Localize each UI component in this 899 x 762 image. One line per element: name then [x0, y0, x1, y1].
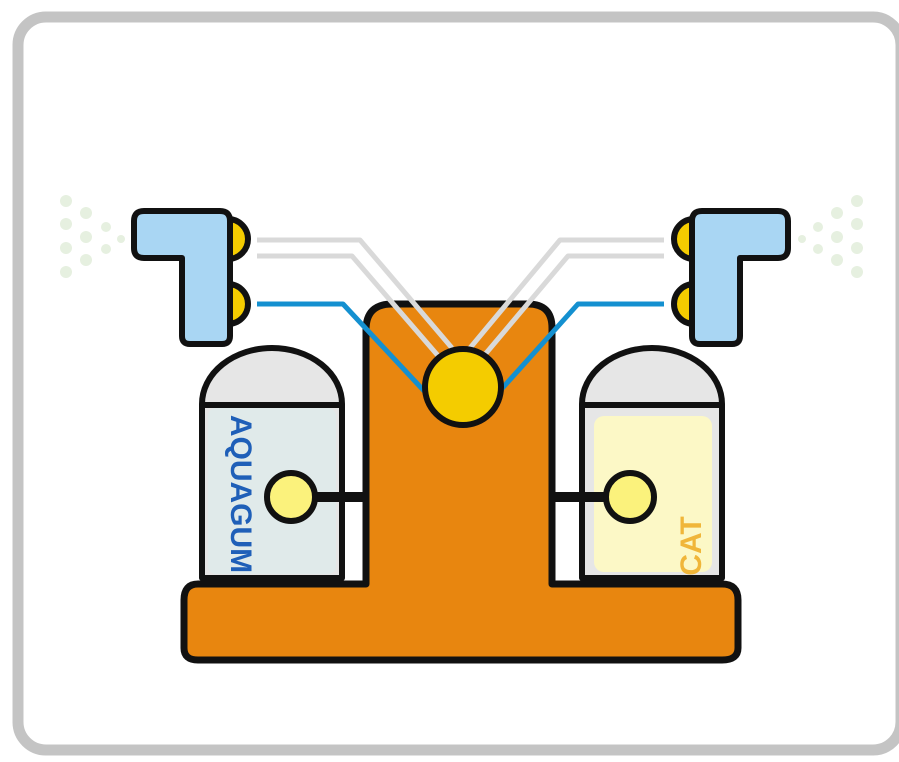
- right-spray-nozzle: [689, 208, 791, 347]
- left-tank-valve[interactable]: [264, 470, 318, 524]
- right-tank-label: CAT: [675, 516, 708, 575]
- left-spray-nozzle: [131, 208, 233, 347]
- left-tank: [199, 345, 345, 581]
- right-tank-valve[interactable]: [603, 470, 657, 524]
- machine-base: [180, 300, 742, 664]
- left-tank-label: AQUAGUM: [224, 415, 257, 573]
- air-hoses: [257, 237, 664, 360]
- fluid-hoses: [257, 301, 664, 395]
- spray-mist-left: [60, 195, 125, 278]
- spray-mist-right: [798, 195, 863, 278]
- mixing-head-knob[interactable]: [422, 346, 504, 428]
